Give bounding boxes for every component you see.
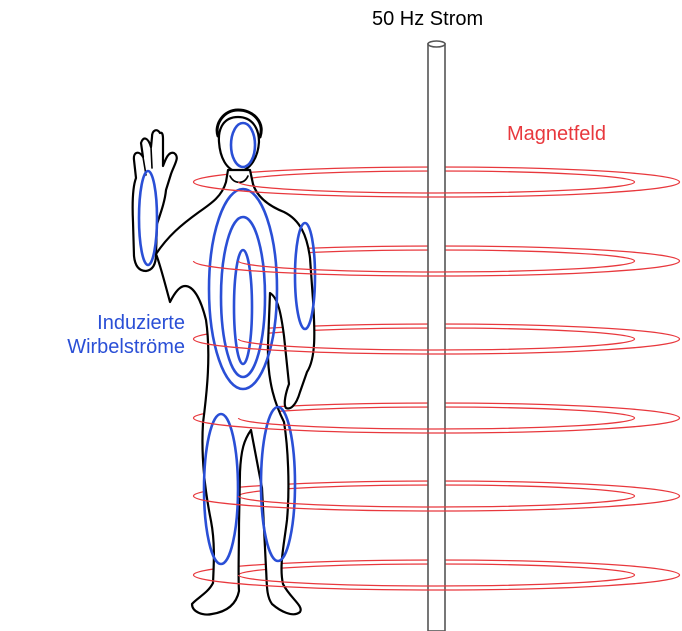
eddy-currents-label-line1: Induzierte <box>46 311 185 335</box>
vertical-conductor-icon <box>428 41 445 631</box>
eddy-currents-label: Induzierte Wirbelströme <box>46 311 185 359</box>
eddy-currents-label-line2: Wirbelströme <box>46 335 185 359</box>
current-label: 50 Hz Strom <box>372 7 483 31</box>
magnetic-field-label: Magnetfeld <box>507 122 606 146</box>
person-outline-icon <box>133 110 315 615</box>
conductor-top <box>428 41 445 47</box>
conductor-body <box>428 44 445 631</box>
